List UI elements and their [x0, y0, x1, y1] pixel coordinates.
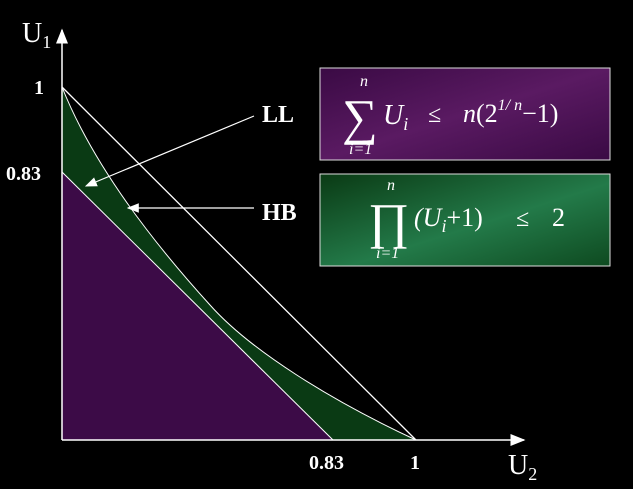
hb-leq: ≤ — [516, 206, 529, 232]
utilization-line — [61, 86, 417, 441]
ll-formula-box: n ∑ i=1 Ui ≤ n(21/ n−1) — [319, 67, 611, 161]
y-tick-0.83: 0.83 — [6, 163, 41, 185]
ll-arrow — [84, 115, 255, 187]
hb-prod-bottom: i=1 — [376, 245, 399, 262]
x-tick-1: 1 — [410, 452, 420, 474]
ll-label: LL — [262, 102, 294, 128]
x-tick-0.83: 0.83 — [309, 452, 344, 474]
hb-curve — [61, 86, 417, 441]
y-axis-label: U1 — [22, 18, 51, 52]
hb-rhs: 2 — [552, 203, 565, 232]
y-tick-1: 1 — [34, 77, 44, 99]
product-symbol-icon: ∏ — [368, 193, 409, 249]
ll-sum-top: n — [360, 73, 368, 90]
ll-term: Ui — [383, 100, 408, 134]
ll-rhs: n(21/ n−1) — [463, 97, 558, 128]
sum-symbol-icon: ∑ — [342, 89, 378, 145]
ll-sum-bottom: i=1 — [349, 141, 372, 158]
ll-leq: ≤ — [428, 102, 441, 128]
ll-line — [61, 171, 334, 441]
hb-prod-top: n — [387, 177, 395, 194]
hb-label: HB — [262, 200, 297, 226]
x-axis-label: U2 — [508, 450, 537, 484]
hb-formula-box: n ∏ i=1 (Ui+1) ≤ 2 — [319, 173, 611, 267]
hb-term: (Ui+1) — [414, 203, 483, 236]
